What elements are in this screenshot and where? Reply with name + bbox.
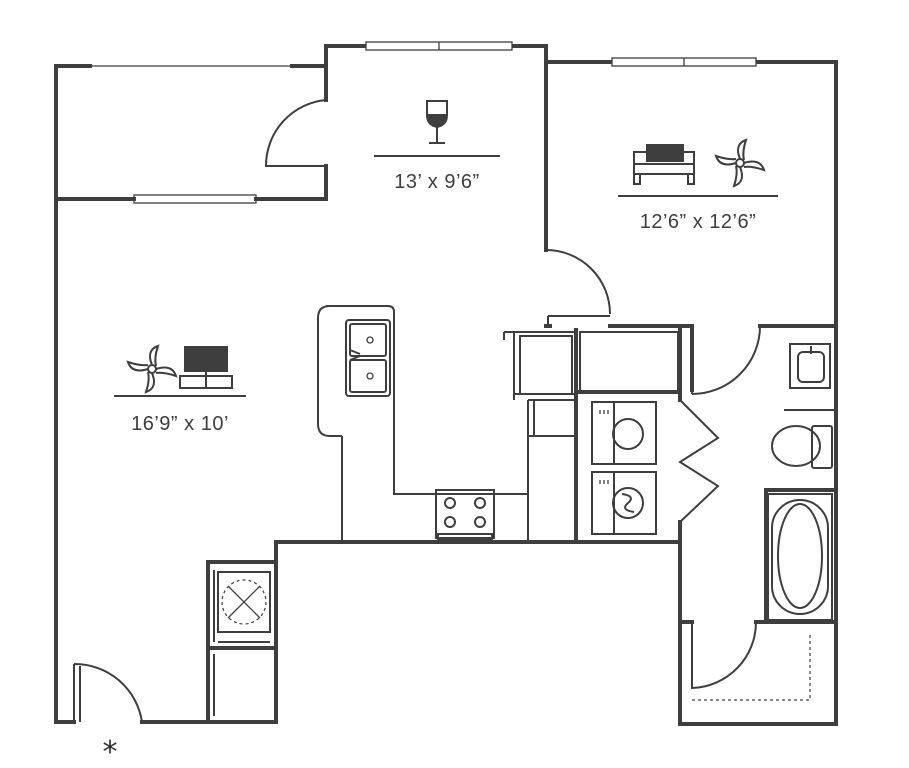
kitchen [317,305,679,542]
bathroom [692,343,836,701]
refrigerator [513,331,577,395]
door-closet-bath [691,621,757,690]
door-entry [73,662,143,723]
bathtub-icon [767,493,833,621]
bedroom-label: 12’6” x 12’6” [618,138,778,233]
living-ceiling-fan-icon [126,344,178,394]
sink-icon [345,319,391,397]
window-living [133,194,257,204]
ceiling-fan-icon [714,138,766,188]
tv-icon [179,346,233,389]
bathroom-sink-icon [784,343,836,411]
living-dimensions: 16’9” x 10’ [131,413,229,435]
stove-icon [435,489,495,541]
door-bedroom [545,249,611,315]
door-laundry-bifold [678,399,720,523]
dining-dimensions: 13’ x 9’6” [394,171,479,193]
toilet-icon [771,425,833,469]
door-patio [264,99,327,167]
kitchen-island [317,305,529,495]
bedroom-dimensions: 12’6” x 12’6” [640,211,757,233]
dryer-icon [591,471,657,535]
mechanical-closet [217,571,271,643]
interior-walls [54,64,838,724]
door-bathroom [691,325,761,395]
living-label: 16’9” x 10’ [114,344,246,435]
washer-icon [591,401,657,465]
windows [90,41,757,204]
exterior-walls [54,44,838,726]
dining-label: 13’ x 9’6” [374,100,500,193]
wine-glass-icon [426,100,448,144]
doors [73,99,761,723]
bed-icon [633,144,695,185]
entry-marker: * [103,735,118,768]
laundry [591,401,657,535]
